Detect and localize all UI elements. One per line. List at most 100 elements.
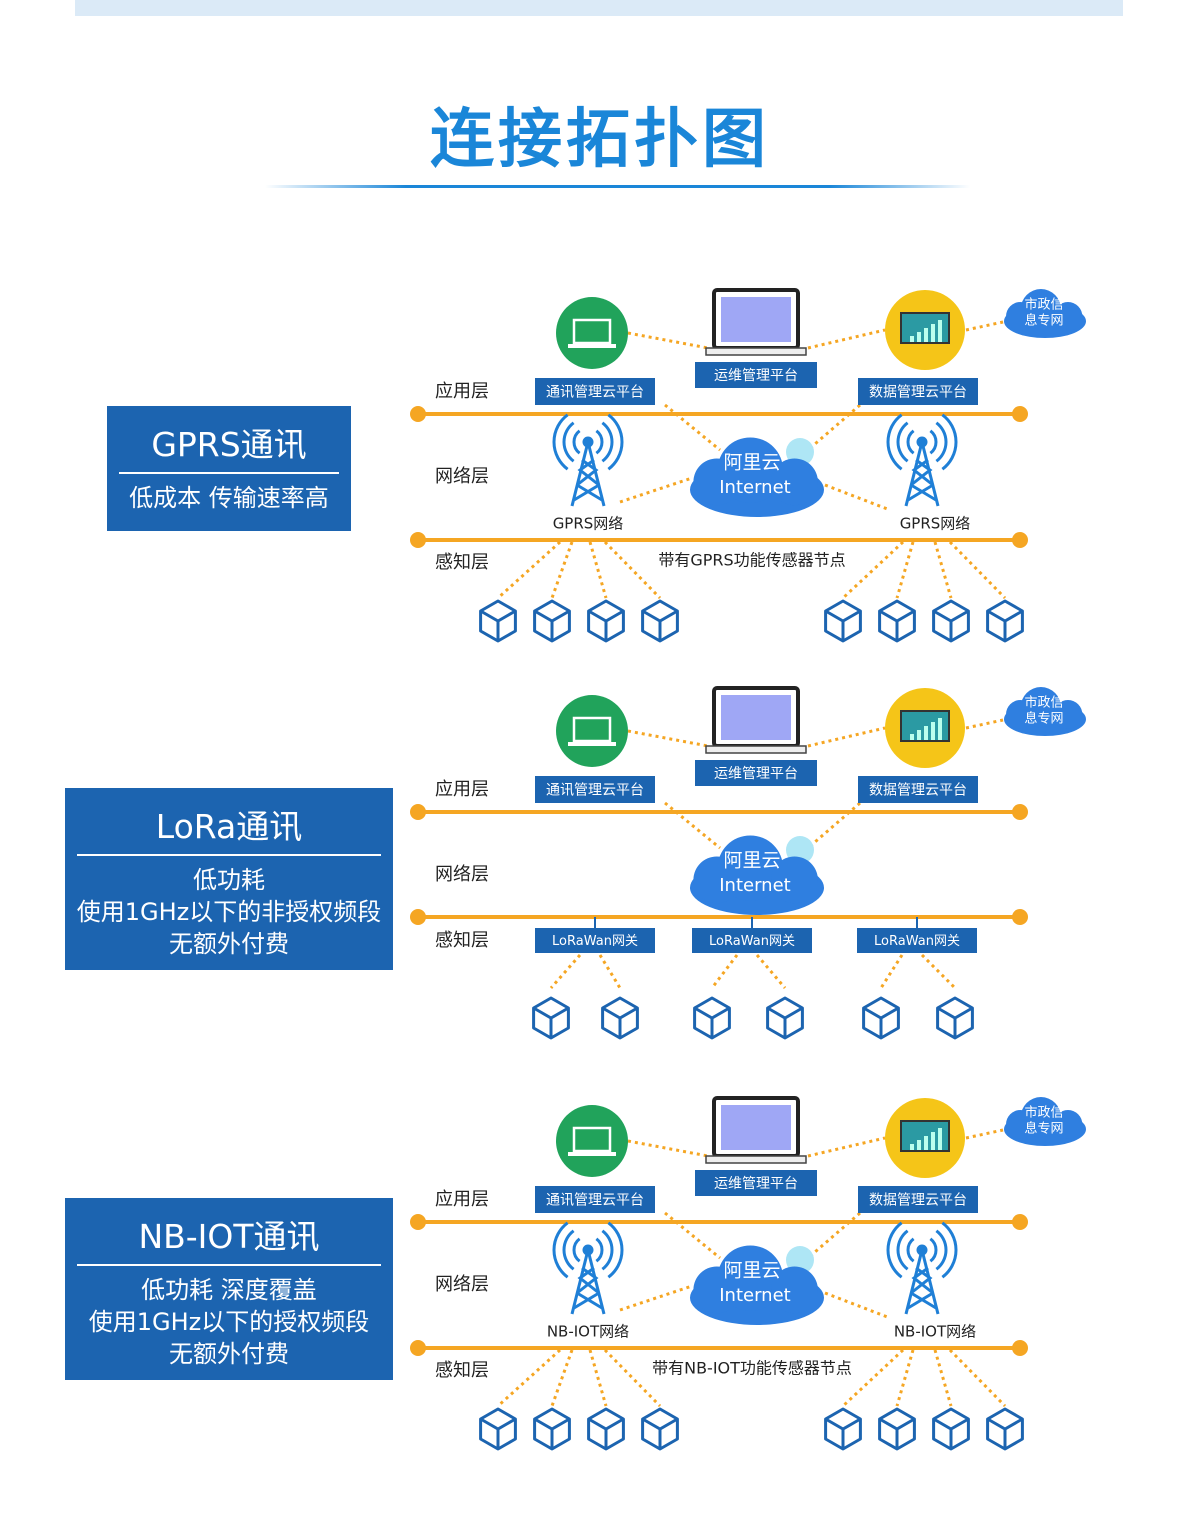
dotted-link [807,403,861,452]
municipal-cloud-label: 息专网 [1024,1121,1063,1137]
feature-desc: 无额外付费 [169,1340,289,1368]
signal-wave [601,1229,614,1271]
dotted-link [627,331,709,350]
signal-wave [562,1229,575,1271]
chart-bar-glyph [917,1140,921,1150]
dotted-link [664,801,721,850]
aliyun-label: 阿里云 [723,850,780,872]
comm-platform-icon [556,1105,628,1177]
municipal-cloud-label: 息专网 [1024,313,1063,329]
signal-wave [607,1221,624,1279]
dotted-link [824,1291,891,1320]
cloud-part [771,458,818,506]
label-box [535,1186,655,1213]
internet-label: Internet [719,875,790,896]
cloud-part [1006,1110,1035,1139]
dotted-link [895,541,915,599]
cloud-part [693,458,741,506]
cloud-part [1006,700,1035,729]
top-banner-strip [75,0,1123,16]
dotted-link [755,954,787,989]
laptop-glyph-base [568,742,616,746]
dotted-link [920,953,957,990]
dotted-link [619,1284,693,1312]
municipal-network-cloud-icon [1004,687,1086,736]
signal-wave [886,413,903,471]
signal-wave [562,421,575,463]
tower-brace [910,1291,937,1310]
dotted-link [965,718,1004,730]
dotted-link [965,320,1004,332]
chart-bar-glyph [931,324,935,342]
cloud-part [693,856,741,904]
label-text: LoRaWan网关 [552,934,638,949]
tower-brace [911,458,934,487]
label-text: LoRaWan网关 [874,934,960,949]
label-text: 数据管理云平台 [869,783,967,799]
layer-label-application: 应用层 [435,1189,489,1210]
layer-label-perception: 感知层 [435,930,489,951]
signal-wave [552,1221,569,1279]
label-text: 通讯管理云平台 [546,1193,644,1209]
label-text: LoRaWan网关 [709,934,795,949]
divider [77,1264,381,1266]
ops-platform-label: 运维管理平台 [695,760,817,786]
sensor-node-cube-icon [641,599,679,643]
signal-wave [595,429,604,455]
dotted-link [496,1348,562,1408]
layer-line-endpoint [1012,1340,1028,1356]
chart-bar-glyph [917,730,921,740]
dotted-link [948,1348,1007,1408]
divider [119,472,339,474]
sensor-node-cube-icon [587,599,625,643]
laptop-base [705,1155,807,1164]
layer-label-application: 应用层 [435,381,489,402]
dotted-link [879,954,904,989]
sensor-node-cube-icon [693,996,731,1040]
dotted-link [603,1348,662,1408]
feature-heading: GPRS通讯 [151,425,307,464]
label-box [692,928,812,953]
municipal-cloud-label: 市政信 [1024,1105,1063,1121]
chart-bar-glyph [924,726,928,740]
signal-wave [941,413,958,471]
sensor-node-cube-icon [932,599,970,643]
layer-line-endpoint [1012,532,1028,548]
network-label: GPRS网络 [900,515,971,533]
signal-wave [896,1229,909,1271]
label-text: 通讯管理云平台 [546,385,644,401]
layer-line-endpoint [410,1214,426,1230]
label-text: 通讯管理云平台 [546,783,644,799]
label-box [858,378,978,405]
feature-desc: 低功耗 [193,866,265,894]
layer-label-perception: 感知层 [435,1360,489,1381]
layer-line-endpoint [1012,909,1028,925]
feature-desc: 低功耗 深度覆盖 [141,1276,317,1304]
dotted-link [598,954,622,989]
tower-top [582,436,594,448]
label-box [858,1186,978,1213]
label-text: 运维管理平台 [714,368,798,384]
tower-brace [576,1266,599,1295]
layer-line-endpoint [410,909,426,925]
feature-desc: 使用1GHz以下的非授权频段 [76,898,382,926]
laptop-screen [721,297,791,342]
signal-wave [929,429,938,455]
sensor-node-cube-icon [878,1407,916,1451]
ops-platform-label: 运维管理平台 [695,362,817,388]
municipal-network-cloud-icon [1004,289,1086,339]
feature-heading: NB-IOT通讯 [138,1217,320,1256]
signal-wave [607,413,624,471]
dotted-link [948,540,1007,600]
dotted-link [841,540,905,600]
tower-brace [576,1291,603,1310]
layer-label-network: 网络层 [435,1274,489,1295]
sensor-node-cube-icon [932,1407,970,1451]
laptop-glyph-base [568,344,616,348]
aliyun-cloud-icon [690,1245,824,1325]
chart-bar-glyph [910,336,914,342]
cell-tower-icon [886,413,958,507]
comm-platform-label: 通讯管理云平台 [535,776,655,803]
dotted-link [933,1349,953,1407]
layer-line-endpoint [1012,406,1028,422]
